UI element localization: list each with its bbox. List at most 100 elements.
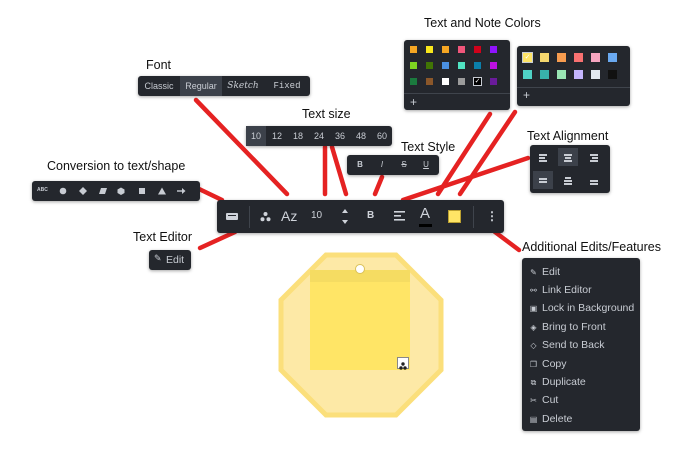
- text-size-button[interactable]: 10: [311, 210, 323, 221]
- note-color-swatch[interactable]: [540, 53, 549, 62]
- align-middle-center-button[interactable]: [558, 171, 578, 189]
- font-button[interactable]: Az: [281, 208, 298, 224]
- label-text-editor: Text Editor: [133, 230, 193, 244]
- menu-item-bring-front[interactable]: ◈Bring to Front: [528, 318, 605, 336]
- align-middle-left-button[interactable]: [533, 171, 553, 189]
- convert-icon[interactable]: [226, 212, 238, 221]
- note-color-swatch[interactable]: [557, 53, 566, 62]
- text-alignment-panel: [530, 145, 610, 193]
- note-color-swatch[interactable]: [574, 70, 583, 79]
- text-color-swatch[interactable]: [442, 78, 449, 85]
- hexagon-icon: [117, 187, 125, 195]
- note-color-swatch[interactable]: [608, 70, 617, 79]
- font-selector: Classic Regular Sketch Fixed: [138, 76, 310, 96]
- text-color-swatch[interactable]: [442, 46, 449, 53]
- align-top-left-button[interactable]: [533, 148, 553, 166]
- text-color-swatch[interactable]: [426, 46, 433, 53]
- text-color-swatch[interactable]: ✓: [473, 77, 482, 86]
- align-bottom-button[interactable]: [584, 171, 604, 189]
- context-menu: ✎Edit ⚯Link Editor ▣Lock in Background ◈…: [522, 258, 640, 431]
- note-color-swatch[interactable]: [591, 70, 600, 79]
- size-option-60[interactable]: 60: [376, 131, 387, 141]
- style-bold-button[interactable]: B: [357, 160, 363, 169]
- bring-front-icon: ◈: [530, 323, 537, 332]
- text-color-button[interactable]: A: [420, 205, 431, 222]
- size-stepper-icon[interactable]: [341, 208, 349, 225]
- cut-icon: ✂: [530, 396, 537, 405]
- menu-item-duplicate[interactable]: ⧉Duplicate: [528, 373, 586, 391]
- note-color-swatch[interactable]: [591, 53, 600, 62]
- font-option-classic[interactable]: Classic: [144, 81, 174, 91]
- text-color-swatch[interactable]: [442, 62, 449, 69]
- sticky-note[interactable]: [310, 270, 410, 370]
- font-option-regular[interactable]: Regular: [180, 76, 222, 96]
- text-color-swatch[interactable]: [410, 78, 417, 85]
- pencil-icon: ✎: [154, 253, 162, 263]
- sticky-note-header: [310, 270, 410, 282]
- note-color-button[interactable]: [448, 210, 461, 223]
- size-option-10[interactable]: 10: [246, 126, 266, 146]
- size-option-12[interactable]: 12: [271, 131, 282, 141]
- text-color-swatch[interactable]: [426, 62, 433, 69]
- size-option-18[interactable]: 18: [292, 131, 303, 141]
- resize-handle[interactable]: [397, 357, 409, 370]
- menu-item-copy[interactable]: ❐Copy: [528, 355, 567, 373]
- align-top-center-button[interactable]: [558, 148, 578, 166]
- text-color-swatch[interactable]: [490, 78, 497, 85]
- label-text-alignment: Text Alignment: [527, 129, 609, 143]
- label-text-size: Text size: [302, 107, 351, 121]
- text-color-swatch[interactable]: [458, 62, 465, 69]
- text-colors-panel: ✓ +: [404, 40, 510, 110]
- note-color-swatch[interactable]: ✓: [522, 52, 533, 63]
- style-italic-button[interactable]: I: [380, 160, 384, 169]
- note-color-swatch[interactable]: [540, 70, 549, 79]
- text-color-swatch[interactable]: [410, 62, 417, 69]
- shapes-icon[interactable]: [260, 211, 271, 222]
- toolbar-separator: [249, 206, 250, 228]
- note-colors-panel: ✓ +: [517, 46, 630, 106]
- menu-item-cut[interactable]: ✂Cut: [528, 391, 558, 409]
- note-color-swatch[interactable]: [557, 70, 566, 79]
- size-option-48[interactable]: 48: [355, 131, 366, 141]
- text-color-swatch[interactable]: [474, 62, 481, 69]
- pencil-icon: ✎: [530, 268, 537, 277]
- style-underline-button[interactable]: U: [423, 160, 429, 169]
- text-color-swatch[interactable]: [426, 78, 433, 85]
- size-option-36[interactable]: 36: [334, 131, 345, 141]
- text-style-button[interactable]: B: [367, 210, 375, 221]
- circle-icon: [59, 187, 67, 195]
- trash-icon: ▤: [529, 415, 538, 424]
- menu-item-send-back[interactable]: ◇Send to Back: [528, 336, 604, 354]
- note-color-swatch[interactable]: [608, 53, 617, 62]
- menu-item-lock[interactable]: ▣Lock in Background: [528, 299, 635, 317]
- menu-item-link-editor[interactable]: ⚯Link Editor: [528, 281, 591, 299]
- text-color-swatch[interactable]: [490, 62, 497, 69]
- main-toolbar: Az 10 B A ⋮: [217, 200, 504, 233]
- font-option-sketch[interactable]: Sketch: [227, 81, 259, 91]
- text-size-selector: 10 12 18 24 36 48 60: [246, 126, 392, 146]
- note-color-swatch[interactable]: [574, 53, 583, 62]
- size-option-24[interactable]: 24: [313, 131, 324, 141]
- convert-shapes-icons: [59, 187, 186, 195]
- label-additional-edits: Additional Edits/Features: [522, 240, 661, 254]
- more-options-button[interactable]: ⋮: [486, 209, 498, 223]
- link-icon: ⚯: [530, 286, 537, 295]
- menu-item-edit[interactable]: ✎Edit: [528, 263, 560, 281]
- font-option-fixed[interactable]: Fixed: [273, 81, 301, 91]
- convert-to-text-button[interactable]: ABC: [37, 187, 48, 193]
- note-color-swatch[interactable]: [523, 70, 532, 79]
- text-editor-button[interactable]: ✎ Edit: [149, 250, 191, 270]
- add-note-color-button[interactable]: +: [523, 88, 531, 102]
- add-text-color-button[interactable]: +: [410, 95, 418, 109]
- text-align-icon[interactable]: [394, 211, 405, 221]
- text-color-swatch[interactable]: [458, 78, 465, 85]
- style-strike-button[interactable]: S: [401, 160, 407, 169]
- align-top-right-button[interactable]: [584, 148, 604, 166]
- text-color-swatch[interactable]: [490, 46, 497, 53]
- text-color-swatch[interactable]: [474, 46, 481, 53]
- rotate-handle[interactable]: [355, 264, 365, 274]
- text-color-swatch[interactable]: [410, 46, 417, 53]
- text-color-swatch[interactable]: [458, 46, 465, 53]
- menu-item-delete[interactable]: ▤Delete: [528, 410, 573, 428]
- diamond-icon: [79, 187, 87, 195]
